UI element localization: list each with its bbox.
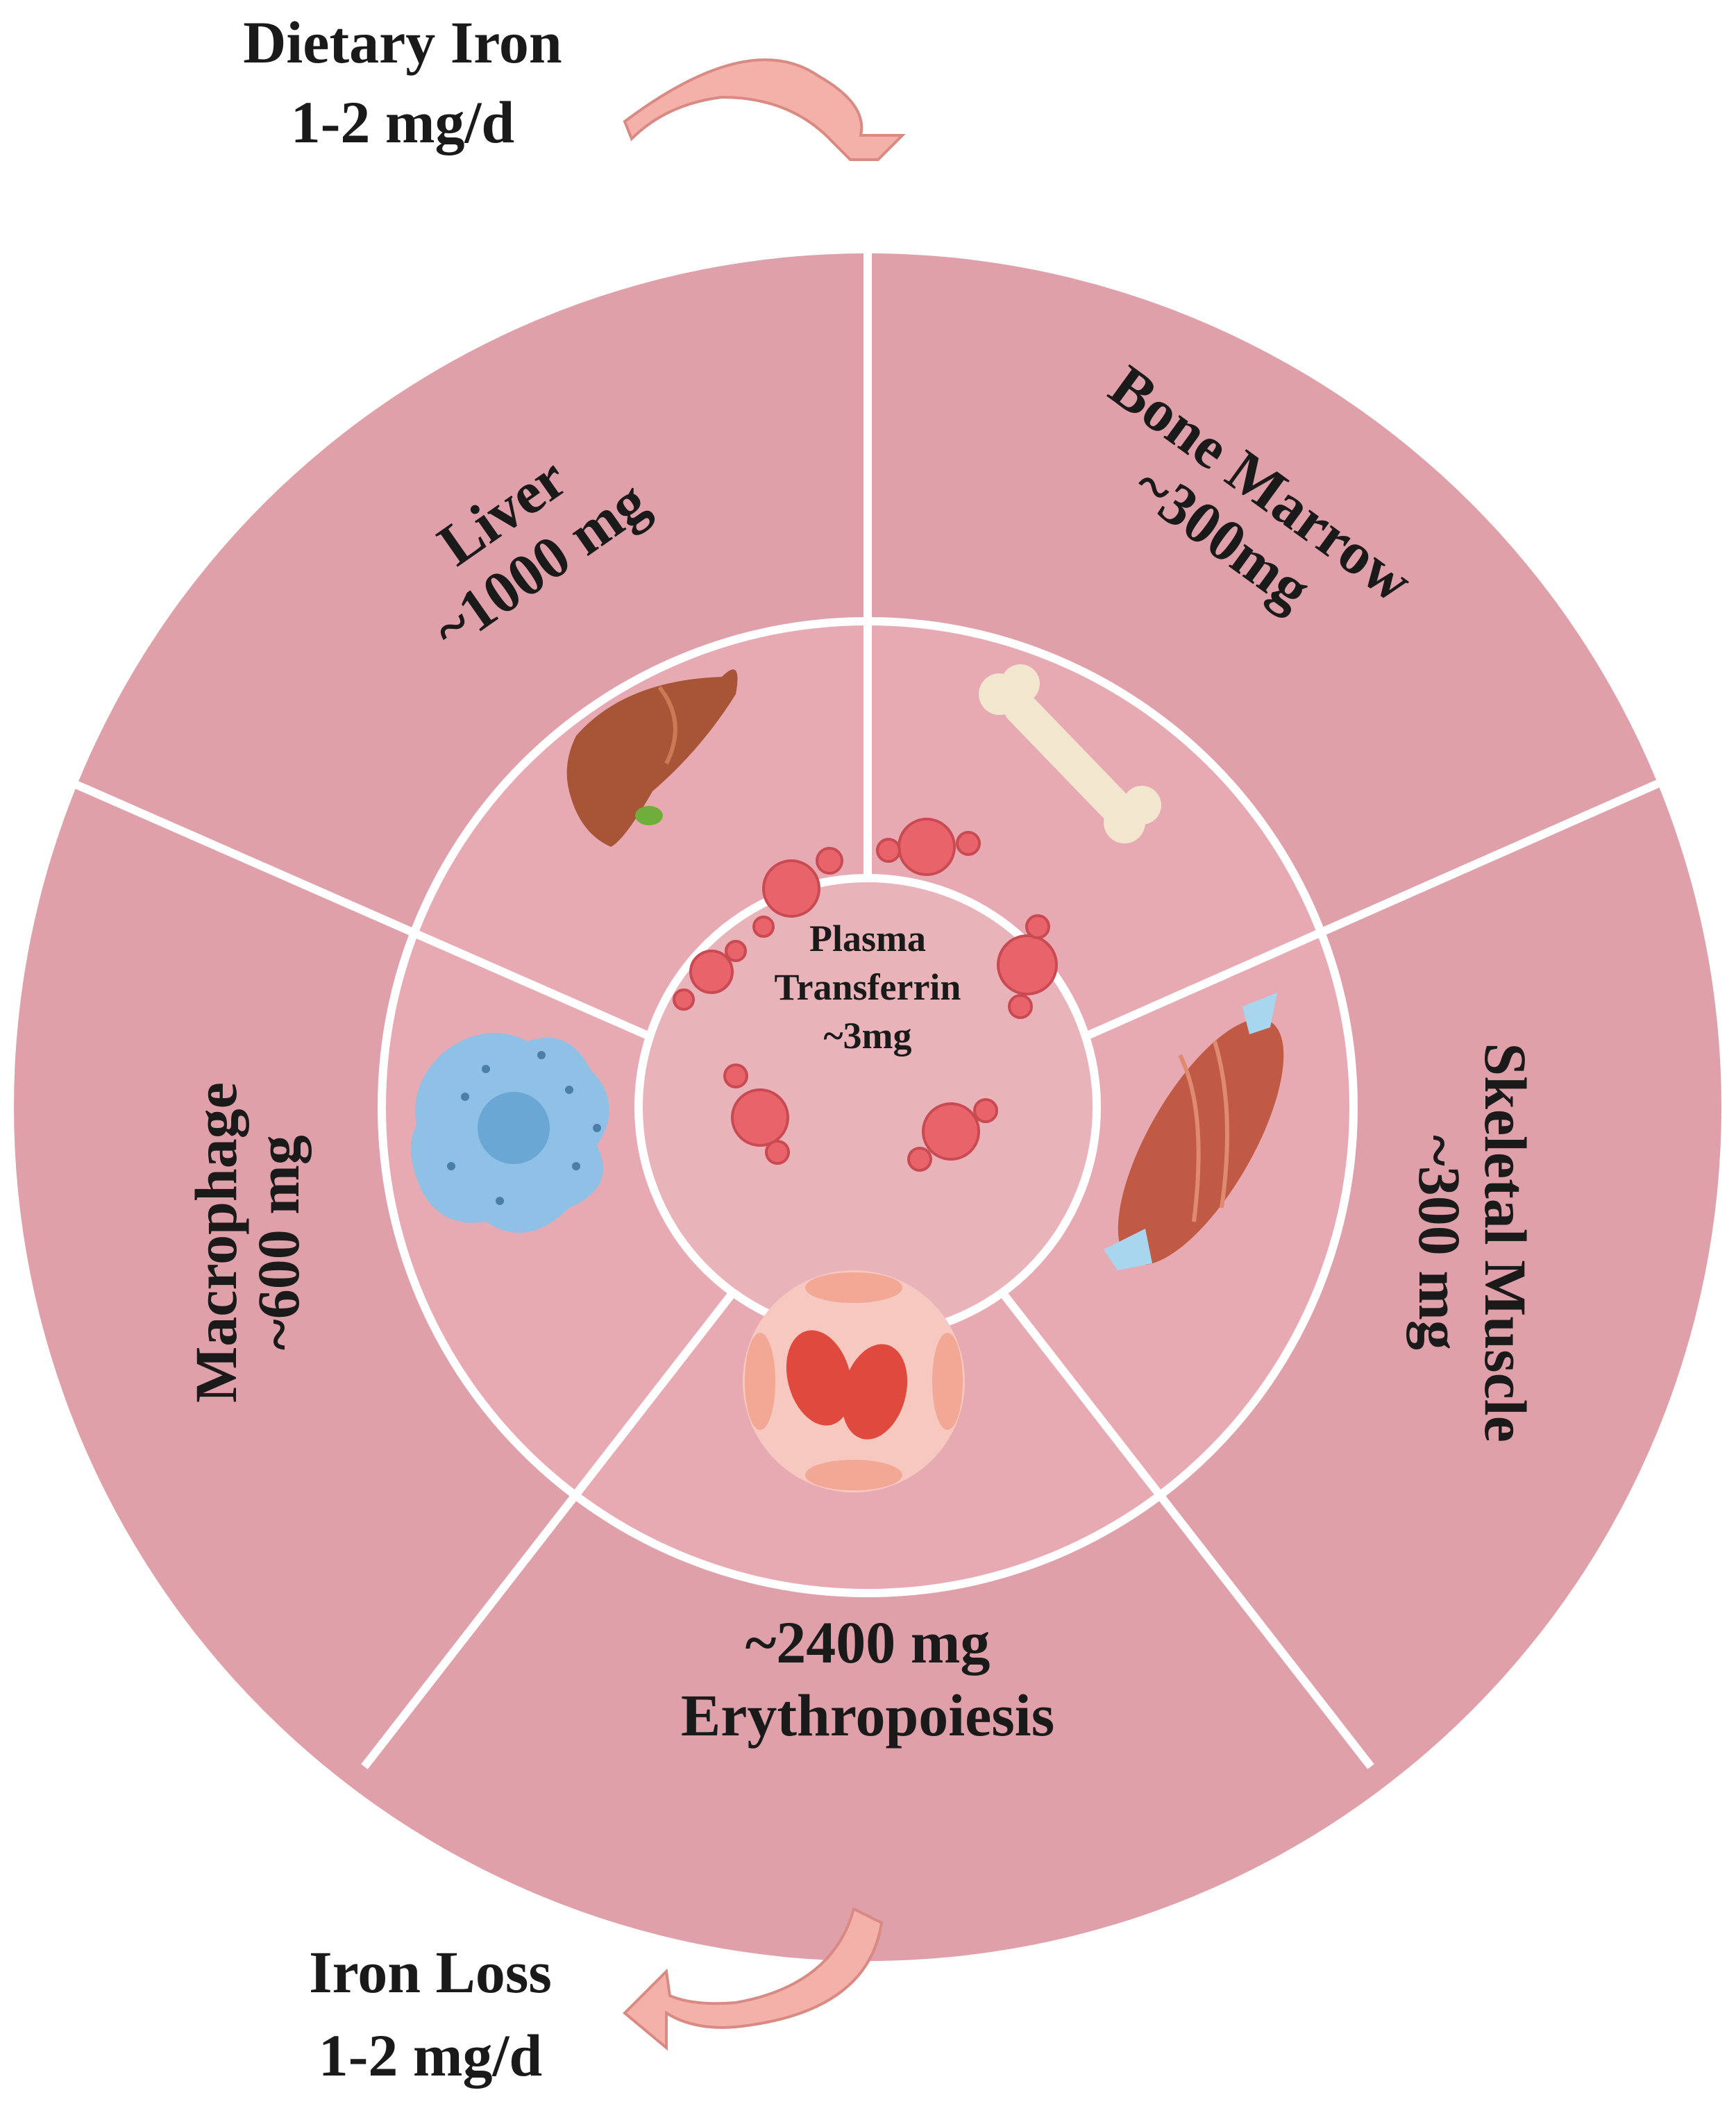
macrophage-name: Macrophage bbox=[183, 1082, 249, 1403]
erythropoiesis-name: Erythropoiesis bbox=[681, 1682, 1054, 1749]
macrophage-amount: ~600 mg bbox=[245, 1135, 312, 1350]
segment-dividers bbox=[50, 187, 1682, 1769]
iron-loss-line2: 1-2 mg/d bbox=[319, 2022, 543, 2089]
dietary-iron-line2: 1-2 mg/d bbox=[291, 89, 515, 155]
center-line1: Plasma bbox=[809, 918, 926, 959]
skeletal-muscle-label: Skeletal Muscle ~300 mg bbox=[1406, 1043, 1539, 1442]
skeletal-muscle-amount: ~300 mg bbox=[1406, 1135, 1473, 1350]
dietary-iron-line1: Dietary Iron bbox=[243, 9, 562, 76]
center-line2: Transferrin bbox=[775, 966, 961, 1008]
bone-icon bbox=[979, 664, 1161, 843]
liver-icon bbox=[566, 669, 738, 847]
iron-loss-label: Iron Loss 1-2 mg/d bbox=[309, 1939, 552, 2089]
dietary-intake-arrow-icon bbox=[623, 58, 906, 161]
erythropoiesis-amount: ~2400 mg bbox=[745, 1609, 991, 1676]
macrophage-icon bbox=[411, 1033, 609, 1233]
iron-loss-arrow-icon bbox=[623, 1907, 884, 2051]
center-line3: ~3mg bbox=[823, 1015, 911, 1056]
skeletal-muscle-name: Skeletal Muscle bbox=[1472, 1043, 1539, 1442]
transferrin-molecules-icon bbox=[673, 818, 1058, 1172]
red-blood-cells-icon bbox=[743, 1270, 965, 1492]
erythropoiesis-label: ~2400 mg Erythropoiesis bbox=[681, 1609, 1054, 1749]
muscle-icon bbox=[1104, 993, 1284, 1270]
plasma-transferrin-label: Plasma Transferrin ~3mg bbox=[775, 918, 961, 1056]
iron-loss-line1: Iron Loss bbox=[309, 1939, 552, 2005]
macrophage-label: Macrophage ~600 mg bbox=[183, 1082, 312, 1403]
dietary-iron-label: Dietary Iron 1-2 mg/d bbox=[243, 9, 562, 155]
